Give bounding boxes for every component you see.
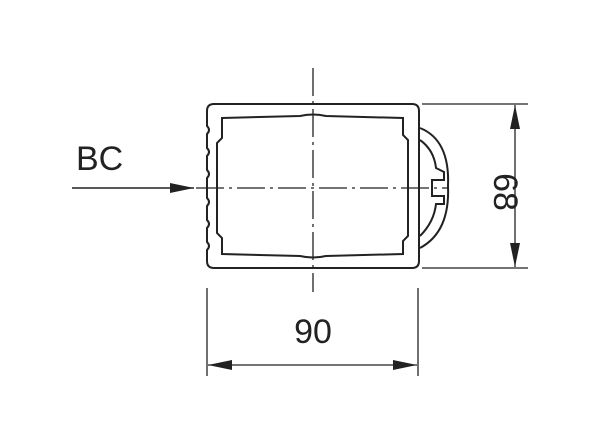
clip-attachment xyxy=(419,127,450,249)
direction-label: BC xyxy=(76,140,123,178)
outer-profile xyxy=(206,103,420,269)
inner-profile xyxy=(216,113,409,259)
width-dimension-label: 90 xyxy=(294,313,332,351)
height-dimension-label: 68 xyxy=(486,173,524,211)
